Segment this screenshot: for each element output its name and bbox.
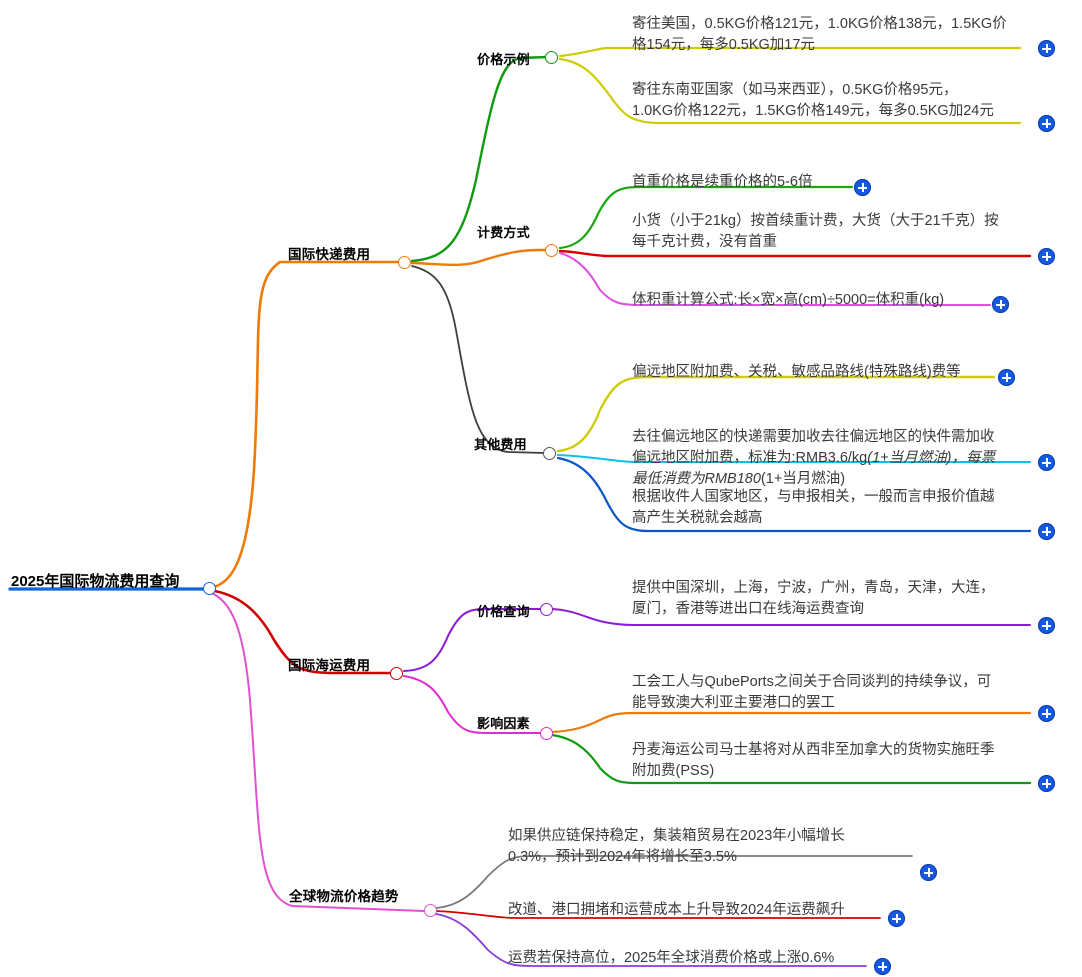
leaf-text-trend-2: 运费若保持高位，2025年全球消费价格或上涨0.6% xyxy=(508,950,835,966)
expand-button-price-example-0[interactable] xyxy=(1038,40,1055,57)
leaf-text-other-fees-0: 偏远地区附加费、关税、敏感品路线(特殊路线)费等 xyxy=(632,364,961,380)
leaf-text-billing-0: 首重价格是续重价格的5-6倍 xyxy=(632,174,813,190)
leaf-text-other-fees-2: 根据收件人国家地区，与申报相关，一般而言申报价值越 高产生关税就会越高 xyxy=(632,489,995,526)
subbranch-label-price-query[interactable]: 价格查询 xyxy=(477,604,530,619)
root-node-ring[interactable] xyxy=(203,582,216,595)
expand-button-trend-0[interactable] xyxy=(920,864,937,881)
branch-ring-sea[interactable] xyxy=(390,667,403,680)
expand-button-price-example-1[interactable] xyxy=(1038,115,1055,132)
subbranch-label-price-example[interactable]: 价格示例 xyxy=(477,52,530,67)
expand-button-factors-0[interactable] xyxy=(1038,705,1055,722)
expand-button-factors-1[interactable] xyxy=(1038,775,1055,792)
expand-button-billing-1[interactable] xyxy=(1038,248,1055,265)
expand-button-billing-0[interactable] xyxy=(854,179,871,196)
wire-factors-leaf-0 xyxy=(550,711,1032,734)
branch-ring-trend[interactable] xyxy=(424,904,437,917)
subbranch-label-factors[interactable]: 影响因素 xyxy=(477,716,530,731)
italic-run: (1+当月燃油)，每票 最低消费为RMB180 xyxy=(632,450,995,487)
leaf-text-price-query-0: 提供中国深圳，上海，宁波，广州，青岛，天津，大连， 厦门，香港等进出口在线海运费… xyxy=(632,580,995,617)
leaf-text-billing-1: 小货（小于21kg）按首续重计费，大货（大于21千克）按 每千克计费，没有首重 xyxy=(632,213,999,250)
expand-button-price-query-0[interactable] xyxy=(1038,617,1055,634)
branch-ring-express[interactable] xyxy=(398,256,411,269)
subbranch-ring-price-query[interactable] xyxy=(540,603,553,616)
subbranch-label-other-fees[interactable]: 其他费用 xyxy=(474,437,527,452)
leaf-text-factors-1: 丹麦海运公司马士基将对从西非至加拿大的货物实施旺季 附加费(PSS) xyxy=(632,742,995,779)
subbranch-ring-other-fees[interactable] xyxy=(543,447,556,460)
expand-button-other-fees-2[interactable] xyxy=(1038,523,1055,540)
wire-express-billing xyxy=(410,248,550,267)
leaf-text-price-example-0: 寄往美国，0.5KG价格121元，1.0KG价格138元，1.5KG价 格154… xyxy=(632,16,1007,53)
branch-label-sea[interactable]: 国际海运费用 xyxy=(288,658,371,673)
leaf-text-trend-0: 如果供应链保持稳定，集装箱贸易在2023年小幅增长 0.3%，预计到2024年将… xyxy=(508,828,845,865)
expand-button-trend-1[interactable] xyxy=(888,910,905,927)
subbranch-ring-price-example[interactable] xyxy=(545,51,558,64)
subbranch-ring-billing[interactable] xyxy=(545,244,558,257)
leaf-text-billing-2: 体积重计算公式:长×宽×高(cm)÷5000=体积重(kg) xyxy=(632,292,945,308)
branch-label-trend[interactable]: 全球物流价格趋势 xyxy=(289,889,399,904)
root-node-label[interactable]: 2025年国际物流费用查询 xyxy=(11,573,180,590)
branch-label-express[interactable]: 国际快递费用 xyxy=(288,247,371,262)
leaf-other-fees-1-body: 去往偏远地区的快递需要加收去往偏远地区的快件需加收 偏远地区附加费，标准为:RM… xyxy=(632,429,995,487)
wire-express-otherfees xyxy=(411,265,546,454)
leaf-text-price-example-1: 寄往东南亚国家（如马来西亚），0.5KG价格95元， 1.0KG价格122元，1… xyxy=(632,82,994,119)
leaf-text-other-fees-1: 去往偏远地区的快递需要加收去往偏远地区的快件需加收 偏远地区附加费，标准为:RM… xyxy=(632,406,1037,490)
subbranch-ring-factors[interactable] xyxy=(540,727,553,740)
expand-button-trend-2[interactable] xyxy=(874,958,891,975)
expand-button-other-fees-0[interactable] xyxy=(998,369,1015,386)
leaf-text-trend-1: 改道、港口拥堵和运营成本上升导致2024年运费飙升 xyxy=(508,902,845,918)
leaf-text-factors-0: 工会工人与QubePorts之间关于合同谈判的持续争议，可 能导致澳大利亚主要港… xyxy=(632,674,992,711)
subbranch-label-billing[interactable]: 计费方式 xyxy=(477,225,530,240)
wire-root-trend xyxy=(208,591,425,912)
expand-button-other-fees-1[interactable] xyxy=(1038,454,1055,471)
expand-button-billing-2[interactable] xyxy=(992,296,1009,313)
wire-root-express xyxy=(207,260,402,590)
